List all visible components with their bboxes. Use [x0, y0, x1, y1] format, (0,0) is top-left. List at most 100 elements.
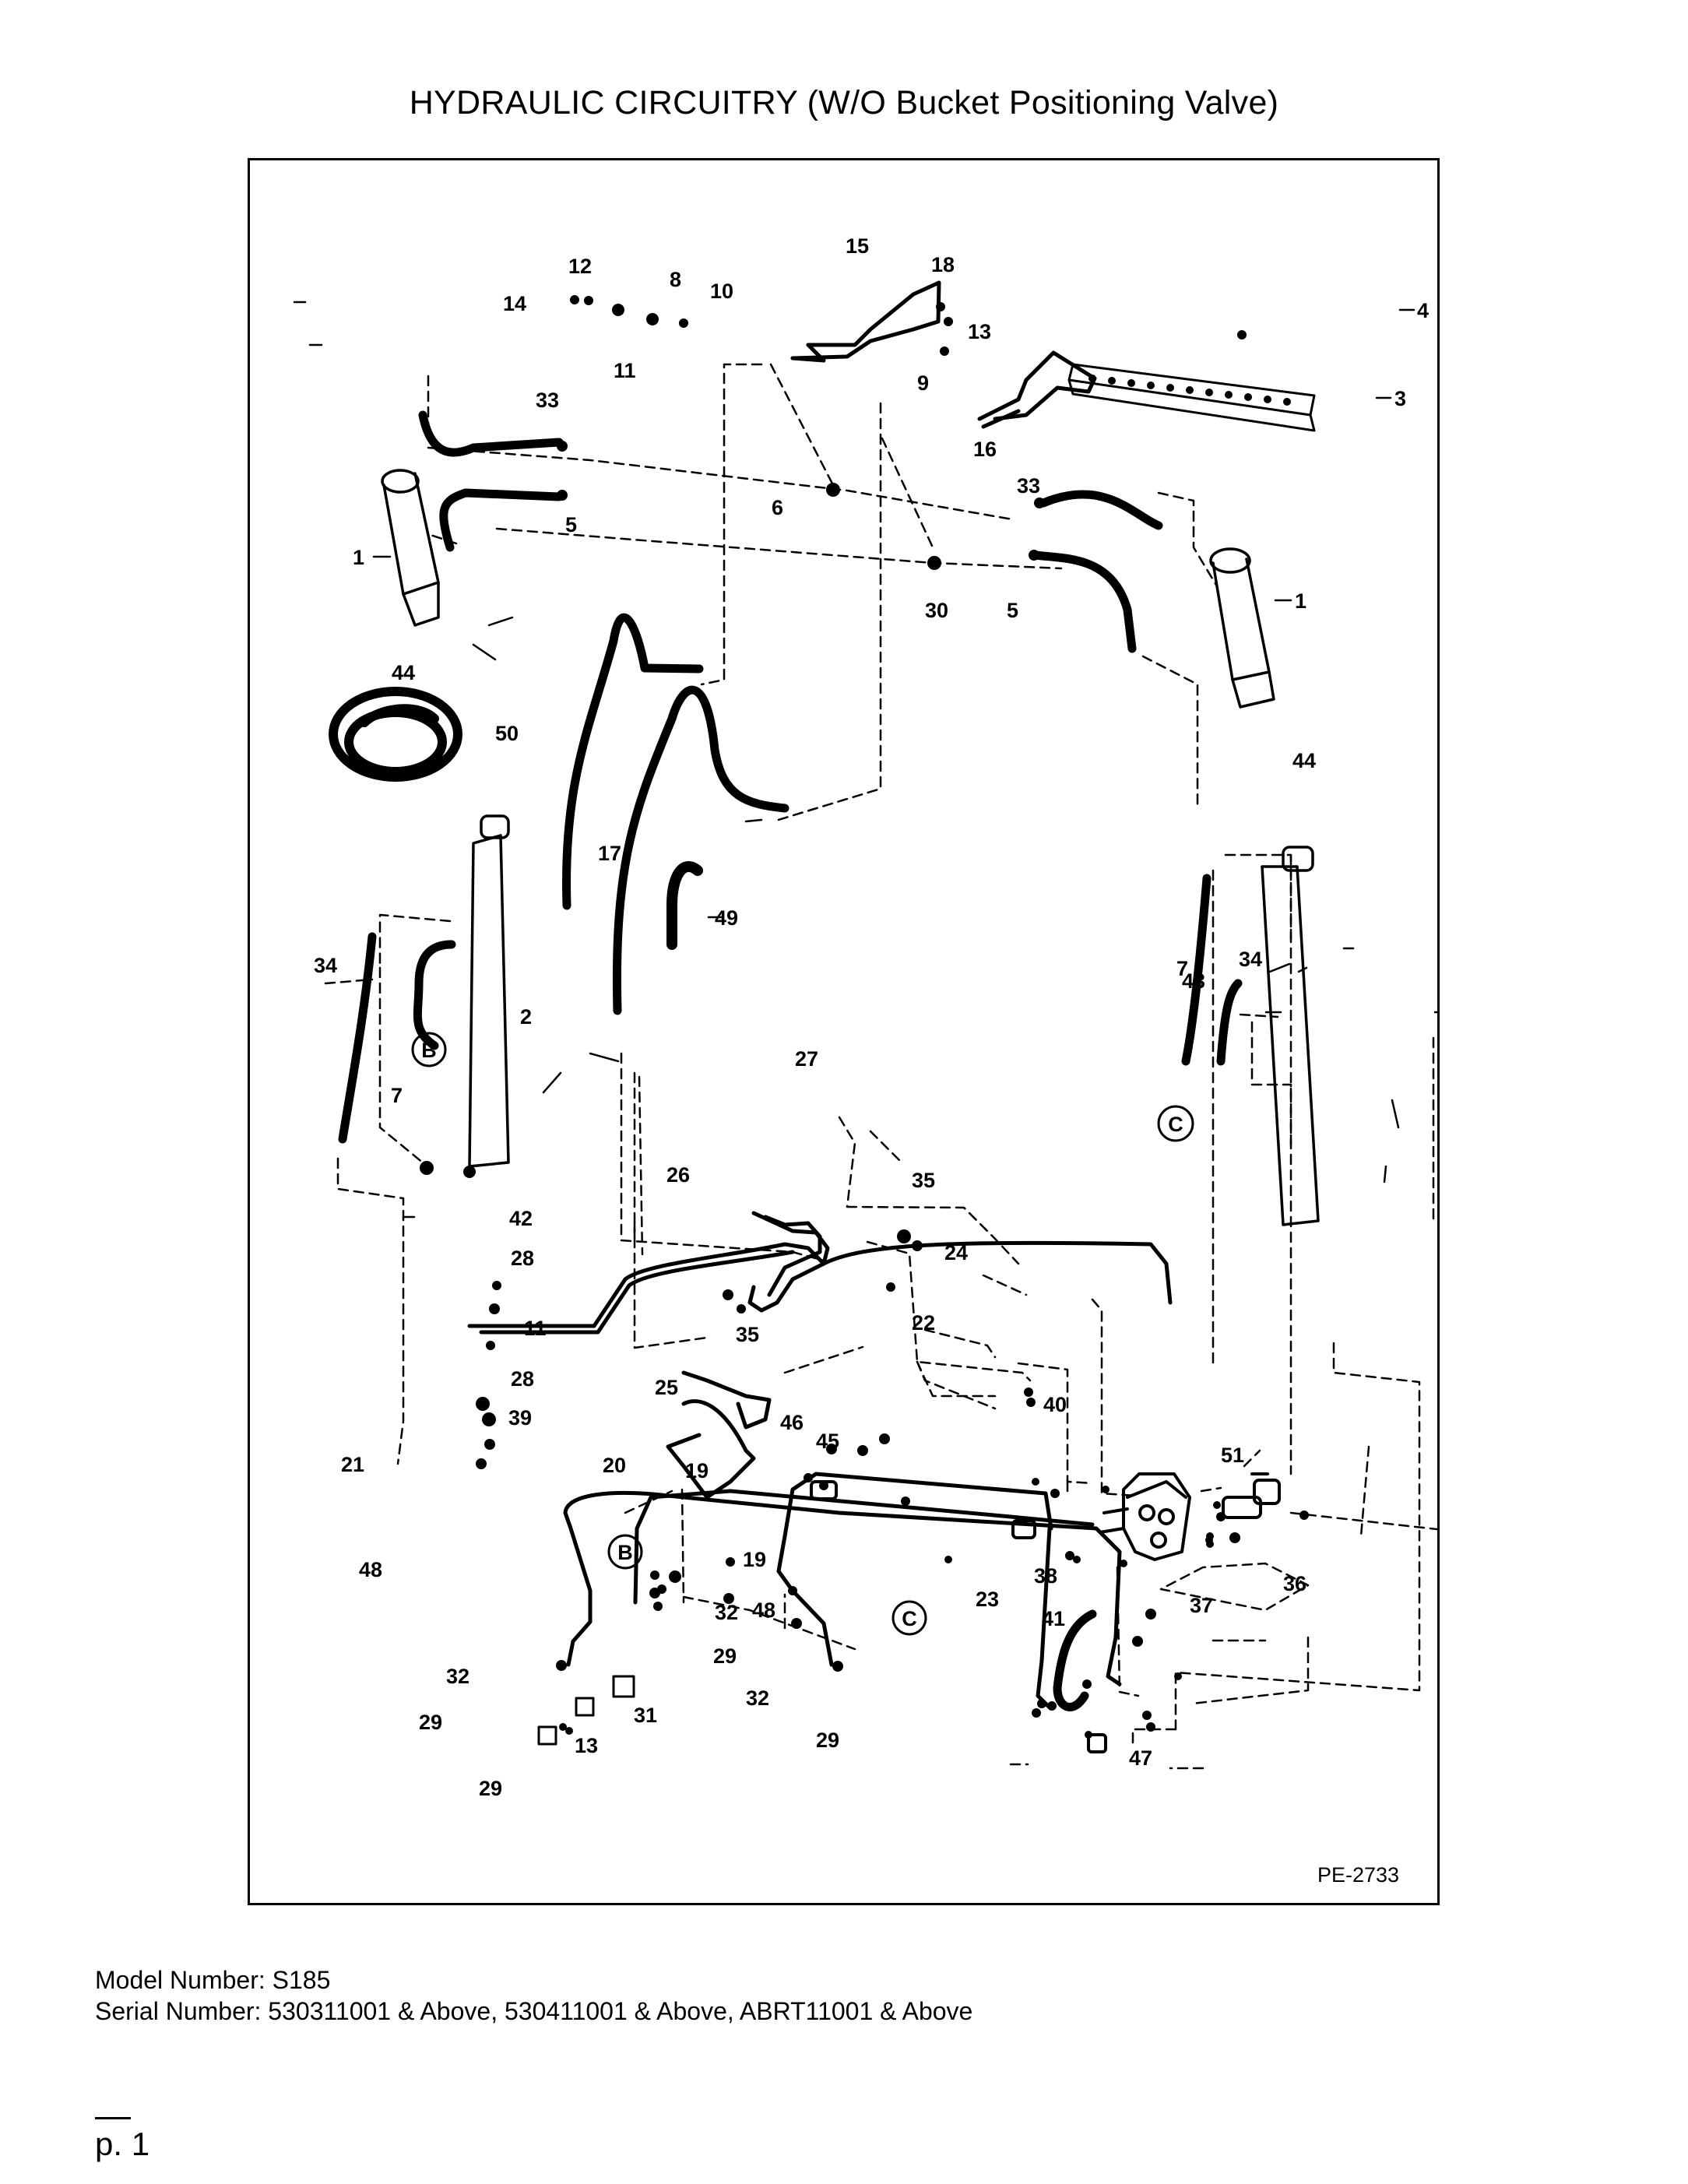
hose-34-left	[338, 932, 377, 1144]
callout-48-right: 48	[752, 1598, 775, 1622]
circle-marker-b-lower: B	[607, 1534, 643, 1570]
callout-23: 23	[976, 1588, 999, 1611]
callout-45: 45	[816, 1430, 839, 1453]
callout-28-bot: 28	[511, 1367, 534, 1391]
hose-coil-50	[329, 687, 462, 782]
callout-31: 31	[634, 1704, 657, 1727]
tube-25	[467, 1240, 1173, 1328]
drawing-code: PE-2733	[1317, 1863, 1400, 1887]
callout-48-left: 48	[359, 1558, 382, 1581]
callout-17: 17	[598, 842, 621, 865]
callout-21: 21	[341, 1453, 364, 1476]
hoses	[338, 410, 1243, 1711]
callout-32-b: 32	[446, 1665, 469, 1688]
lift-cylinders	[381, 469, 1320, 1226]
callout-5-right: 5	[1007, 599, 1018, 622]
callout-44-left: 44	[392, 661, 415, 684]
hose-5-left	[439, 488, 564, 552]
callout-13-top: 13	[968, 320, 991, 343]
callout-29-b: 29	[419, 1711, 442, 1734]
model-info: Model Number: S185 Serial Number: 530311…	[95, 1964, 972, 2027]
svg-text:B: B	[421, 1039, 437, 1062]
callout-26: 26	[666, 1163, 690, 1187]
page-number: p. 1	[95, 2126, 150, 2162]
dashed-connection-lines	[324, 363, 1440, 1770]
tube-15	[790, 280, 941, 360]
callout-30: 30	[925, 599, 948, 622]
callout-29-d: 29	[816, 1729, 839, 1752]
bracket-3-holes	[1088, 375, 1291, 406]
callout-24: 24	[944, 1241, 968, 1264]
hose-17-b	[613, 685, 789, 1015]
callout-2-left: 2	[520, 1005, 532, 1029]
diagram-frame	[248, 158, 1440, 1905]
hose-41	[1053, 1609, 1097, 1711]
small-fittings	[420, 295, 1309, 1739]
callout-3: 3	[1394, 387, 1406, 410]
callout-9: 9	[917, 371, 929, 395]
callout-29-a: 29	[713, 1644, 737, 1668]
callout-11-mid: 11	[524, 1317, 547, 1340]
callout-28-top: 28	[511, 1247, 534, 1270]
hose-7-left	[413, 940, 456, 1050]
model-number: Model Number: S185	[95, 1966, 331, 1994]
hose-49	[666, 861, 703, 950]
svg-text:B: B	[617, 1541, 633, 1564]
callout-46: 46	[780, 1411, 804, 1434]
serial-number: Serial Number: 530311001 & Above, 530411…	[95, 1997, 973, 2025]
callout-25: 25	[655, 1376, 678, 1399]
circle-marker-c-upper: C	[1157, 1105, 1194, 1142]
callout-16: 16	[973, 438, 997, 461]
hydraulic-diagram: B C B C 1 1 2 2 3 4 5 5 6 7 7 8 9 10 11 …	[293, 234, 1440, 1800]
hose-33-left	[418, 410, 564, 457]
callout-14: 14	[503, 292, 526, 315]
callout-47: 47	[1129, 1746, 1152, 1770]
circle-marker-b-upper: B	[411, 1032, 447, 1067]
callout-19-top: 19	[685, 1459, 709, 1482]
callout-42: 42	[509, 1207, 533, 1230]
callout-5-left: 5	[565, 513, 577, 536]
page-rule	[95, 2117, 131, 2119]
callout-11-top: 11	[614, 359, 636, 382]
callout-6: 6	[772, 496, 783, 519]
callout-36: 36	[1283, 1572, 1306, 1595]
callout-35-top: 35	[912, 1169, 935, 1192]
callout-27: 27	[795, 1047, 818, 1071]
clamps-31-13	[537, 1675, 635, 1746]
tube-16	[977, 350, 1097, 421]
callout-37: 37	[1190, 1594, 1213, 1617]
callout-22: 22	[912, 1311, 935, 1335]
callout-50: 50	[495, 722, 519, 745]
tube-26	[666, 1399, 756, 1500]
callout-7-left: 7	[391, 1084, 403, 1107]
hose-17-a	[562, 613, 704, 910]
circle-marker-c-lower: C	[891, 1600, 927, 1636]
callout-33-right: 33	[1017, 474, 1040, 498]
callout-1-right: 1	[1295, 589, 1306, 613]
leader-lines	[293, 301, 1440, 1219]
callout-51: 51	[1221, 1444, 1244, 1467]
elbow-47	[1087, 1733, 1107, 1753]
callout-41: 41	[1042, 1607, 1065, 1630]
callout-34-left: 34	[314, 954, 337, 977]
callout-44-right: 44	[1292, 749, 1316, 772]
callout-19-bot: 19	[743, 1548, 766, 1571]
tube-lines	[467, 280, 1173, 1710]
svg-text:C: C	[1168, 1113, 1183, 1136]
callout-1-left: 1	[353, 546, 364, 569]
page-title: HYDRAULIC CIRCUITRY (W/O Bucket Position…	[409, 84, 1279, 121]
tube-23	[776, 1472, 1053, 1667]
control-valve-37	[1099, 1472, 1191, 1561]
callout-4: 4	[1417, 299, 1429, 322]
callout-10: 10	[710, 280, 733, 303]
hose-33-right	[1039, 490, 1163, 530]
callout-38: 38	[1034, 1564, 1057, 1588]
callout-34-right: 34	[1239, 948, 1262, 971]
callout-32-c: 32	[746, 1686, 769, 1710]
callout-29-c: 29	[479, 1777, 502, 1800]
fitting-38	[1011, 1519, 1036, 1539]
hose-7-right	[1181, 874, 1211, 1066]
callout-13-bot: 13	[575, 1734, 598, 1757]
svg-text:C: C	[902, 1607, 917, 1630]
callout-32-a: 32	[715, 1601, 738, 1624]
